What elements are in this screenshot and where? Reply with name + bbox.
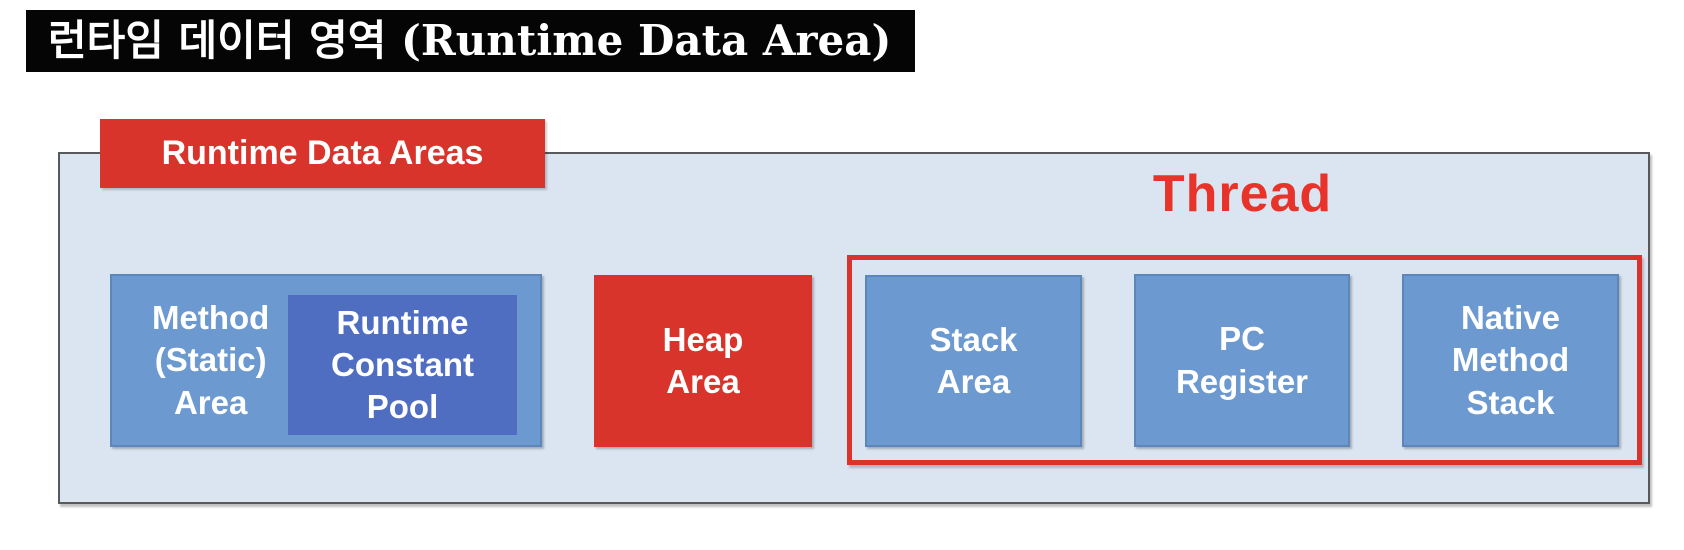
page-title: 런타임 데이터 영역 (Runtime Data Area) [26,10,916,72]
thread-group-outline [847,255,1642,465]
runtime-data-areas-label: Runtime Data Areas [100,119,545,188]
runtime-constant-pool-box: Runtime Constant Pool [288,295,517,435]
pc-register-box: PC Register [1134,274,1350,447]
stack-area-box: Stack Area [865,275,1082,447]
heap-area-box: Heap Area [594,275,812,447]
runtime-data-areas-container: Method (Static) Area Runtime Constant Po… [58,152,1650,504]
native-method-stack-box: Native Method Stack [1402,274,1619,447]
thread-heading: Thread [1152,165,1333,223]
